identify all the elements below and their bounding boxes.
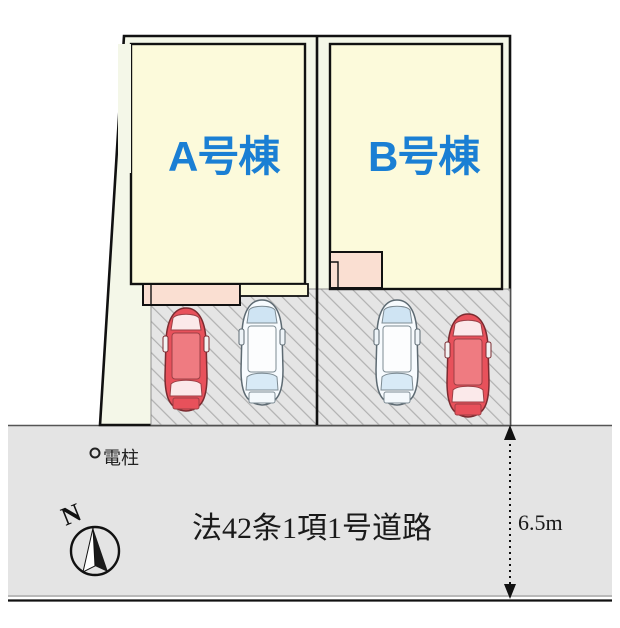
car-4-trunk <box>451 385 485 403</box>
car-4-hood <box>452 319 484 337</box>
car-2-rear <box>248 391 276 404</box>
building-a <box>118 42 307 286</box>
car-4-rear <box>454 403 482 416</box>
car-1-trunk <box>169 379 203 397</box>
car-4-cabin <box>453 338 483 386</box>
car-3-mirror-left <box>373 328 380 346</box>
car-2-hood <box>246 305 278 324</box>
car-3-cabin <box>382 325 412 373</box>
road-surface <box>8 425 612 597</box>
utility-pole-marker-icon <box>89 447 101 459</box>
car-1-rear <box>172 397 200 410</box>
building-a-footprint <box>129 42 307 286</box>
road-area <box>8 424 612 602</box>
road-width-label: 6.5m <box>518 510 563 535</box>
compass-needle-dark <box>93 528 108 572</box>
car-2-mirror-left <box>238 328 245 346</box>
building-b <box>328 42 504 291</box>
car-3-rear <box>383 391 411 404</box>
building-a-left-setback <box>118 44 131 173</box>
building-b-label: B号棟 <box>368 133 480 180</box>
car-1-mirror-left <box>162 335 169 353</box>
dimension-arrow-bottom <box>504 584 516 599</box>
car-4-mirror-left <box>444 341 451 359</box>
car-slot-3 <box>373 299 421 406</box>
building-b-footprint <box>328 42 504 291</box>
road-type-label: 法42条1項1号道路 <box>192 512 432 545</box>
compass-circle <box>69 525 121 577</box>
car-1-hood <box>170 313 202 331</box>
utility-pole-label: 電柱 <box>103 448 139 468</box>
entrance-a <box>142 283 309 306</box>
car-2-mirror-right <box>279 328 286 346</box>
car-4-mirror-right <box>485 341 492 359</box>
entrance-a-porch <box>239 283 309 297</box>
car-slot-2 <box>238 299 286 406</box>
entrance-b <box>329 251 383 289</box>
entrance-b-step <box>330 261 339 288</box>
road-width-dimension <box>504 425 516 599</box>
car-2-trunk <box>245 372 279 391</box>
car-1-mirror-right <box>203 335 210 353</box>
car-slot-1 <box>162 307 210 412</box>
compass-rose-icon <box>69 525 121 577</box>
car-1-cabin <box>171 332 201 380</box>
car-slot-4 <box>444 313 492 418</box>
compass-needle-light <box>82 527 96 573</box>
car-2-cabin <box>247 325 277 373</box>
dimension-arrow-top <box>504 425 516 440</box>
car-3-hood <box>381 305 413 324</box>
entrance-a-pad <box>142 283 241 306</box>
car-3-trunk <box>380 372 414 391</box>
building-a-label: A号棟 <box>168 133 280 180</box>
car-3-mirror-right <box>414 328 421 346</box>
